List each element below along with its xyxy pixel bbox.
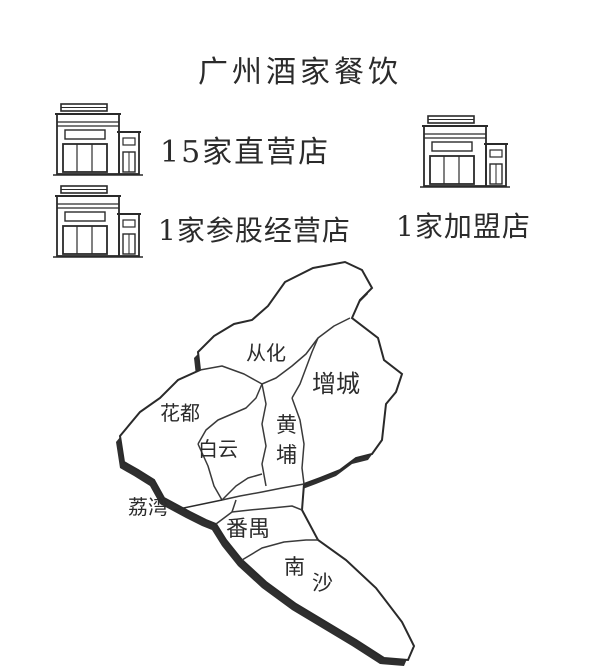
storefront-icon — [52, 185, 144, 258]
district-label-nansha-2: 沙 — [312, 571, 333, 595]
liwan-leader-line — [173, 499, 223, 511]
franchise-stores-label: 1家加盟店 — [396, 210, 531, 243]
district-label-huangpu-1: 黄 — [276, 413, 297, 437]
direct-stores-label: 15家直营店 — [160, 135, 330, 170]
map-outline — [118, 260, 416, 662]
storefront-icon — [419, 115, 511, 188]
storefront-icon — [52, 103, 144, 176]
guangzhou-map: 从化 增城 花都 白云 黄 埔 荔湾 番禺 南 沙 — [116, 260, 416, 666]
district-label-conghua: 从化 — [246, 341, 286, 365]
district-label-panyu: 番禺 — [226, 517, 270, 542]
title: 广州酒家餐饮 — [198, 55, 402, 90]
district-label-huadu: 花都 — [160, 401, 200, 425]
district-label-baiyun: 白云 — [198, 437, 238, 461]
district-borders — [197, 317, 351, 561]
district-label-zengcheng: 增城 — [312, 370, 360, 398]
district-label-huangpu-2: 埔 — [276, 443, 297, 467]
district-label-liwan: 荔湾 — [128, 495, 168, 519]
joint-stores-label: 1家参股经营店 — [158, 214, 351, 247]
district-label-nansha-1: 南 — [284, 555, 305, 579]
